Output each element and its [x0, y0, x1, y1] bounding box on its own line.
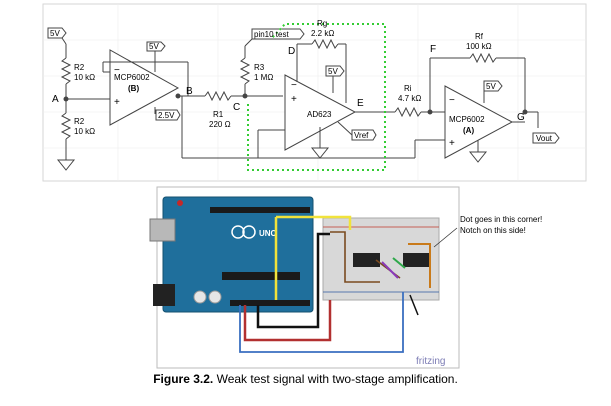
- wire-green: [392, 257, 406, 269]
- rg-resistor: [311, 38, 339, 50]
- r2-bottom-name: R2: [74, 117, 85, 126]
- vref-label: Vref: [354, 131, 369, 140]
- opamp-b-supply-label: 5V: [149, 42, 159, 51]
- opamp-a-supply-flag: [483, 80, 503, 92]
- node-f-label: F: [430, 44, 436, 55]
- chip-inamp: [353, 253, 380, 267]
- r3-value: 1 MΩ: [254, 73, 273, 82]
- inamp-supply-flag: [325, 65, 345, 77]
- r2-top-value: 10 kΩ: [74, 73, 95, 82]
- wire-red: [243, 300, 332, 342]
- arduino-logo-left: [231, 225, 245, 239]
- inamp-highlight-box: [247, 23, 386, 171]
- node-a-label: A: [52, 94, 59, 105]
- opamp-b-name: MCP6002: [114, 73, 150, 82]
- analog-header: [230, 300, 310, 306]
- rf-resistor: [469, 52, 497, 64]
- node-e-label: E: [357, 98, 364, 109]
- r1-value: 220 Ω: [209, 120, 231, 129]
- opamp-a-minus: −: [449, 95, 455, 106]
- r3-resistor: [239, 57, 251, 85]
- schematic-labels: 5V 5V 5V 5V 2.5V pin10 test Vref Vout R2…: [50, 19, 553, 149]
- ri-name: Ri: [404, 84, 412, 93]
- inamp-supply-label: 5V: [328, 67, 338, 76]
- vref-25-flag: [155, 109, 181, 121]
- wire-black-short: [409, 294, 419, 316]
- vout-label: Vout: [536, 134, 553, 143]
- figure-caption-label: Figure 3.2.: [153, 372, 214, 386]
- schematic: [42, 3, 587, 182]
- inamp-plus: +: [291, 94, 297, 105]
- r2-top-name: R2: [74, 63, 85, 72]
- opamp-b-unit: (B): [128, 84, 139, 93]
- supply-5v-flag-left: [47, 27, 67, 58]
- node-c-label: C: [233, 102, 240, 113]
- breadboard-wires: [239, 215, 431, 353]
- rf-name: Rf: [475, 32, 484, 41]
- opamp-a-plus: +: [449, 138, 455, 149]
- node-g-label: G: [517, 112, 525, 123]
- ground-left: [56, 159, 76, 171]
- inamp-minus: −: [291, 80, 297, 91]
- digital-header: [210, 207, 310, 213]
- wire-purple: [381, 261, 399, 279]
- ri-value: 4.7 kΩ: [398, 94, 421, 103]
- opamp-b-supply-flag: [146, 41, 166, 52]
- wire-blue: [239, 292, 404, 353]
- rg-value: 2.2 kΩ: [311, 29, 334, 38]
- rg-name: Rg: [317, 19, 327, 28]
- breadboard: [322, 217, 440, 301]
- capacitor-1: [193, 290, 207, 304]
- chip-opamp: [403, 253, 430, 267]
- rf-value: 100 kΩ: [466, 42, 492, 51]
- pin10-test-label: pin10 test: [254, 30, 289, 39]
- opamp-a-supply-label: 5V: [486, 82, 496, 91]
- supply-5v-left-label: 5V: [50, 29, 60, 38]
- vref-flag: [351, 129, 377, 141]
- chip-annotation: Dot goes in this corner! Notch on this s…: [433, 215, 542, 248]
- opamp-b-minus: −: [114, 65, 120, 76]
- node-d-label: D: [288, 46, 295, 57]
- wire-black: [256, 232, 330, 329]
- ground-opamp-a: [468, 151, 488, 163]
- annotation-line1: Dot goes in this corner!: [460, 215, 542, 224]
- ground-inamp: [310, 147, 330, 159]
- vref-25-label: 2.5V: [158, 111, 175, 120]
- arduino-uno-label: UNO: [259, 229, 277, 238]
- reset-button: [177, 200, 183, 206]
- capacitor-2: [208, 290, 222, 304]
- wire-yellow: [274, 215, 352, 300]
- pin10-test-flag: [251, 28, 305, 40]
- fritzing-label: fritzing: [416, 356, 445, 367]
- r2-bottom-resistor: [60, 112, 72, 140]
- r1-resistor: [204, 90, 232, 102]
- opamp-a-name: MCP6002: [449, 115, 485, 124]
- opamp-b-plus: +: [114, 97, 120, 108]
- vout-flag: [532, 132, 560, 144]
- usb-connector: [149, 218, 176, 242]
- opamp-b-symbol: [109, 49, 180, 126]
- r2-top-resistor: [60, 57, 72, 85]
- node-labels: A B C D E F G: [52, 44, 525, 123]
- atmega-chip: [222, 272, 300, 280]
- ri-resistor: [394, 106, 422, 118]
- figure-caption-text: Weak test signal with two-stage amplific…: [216, 372, 458, 386]
- inamp-name: AD623: [307, 110, 332, 119]
- wire-orange: [408, 243, 431, 288]
- arduino-logo-right: [242, 225, 256, 239]
- power-jack: [153, 284, 175, 306]
- annotation-line2: Notch on this side!: [460, 226, 526, 235]
- arduino-board: UNO: [149, 196, 314, 313]
- r1-name: R1: [213, 110, 224, 119]
- r3-name: R3: [254, 63, 265, 72]
- node-b-label: B: [186, 86, 193, 97]
- opamp-a-unit: (A): [463, 126, 474, 135]
- figure-caption: Figure 3.2. Weak test signal with two-st…: [0, 372, 611, 386]
- r2-bottom-value: 10 kΩ: [74, 127, 95, 136]
